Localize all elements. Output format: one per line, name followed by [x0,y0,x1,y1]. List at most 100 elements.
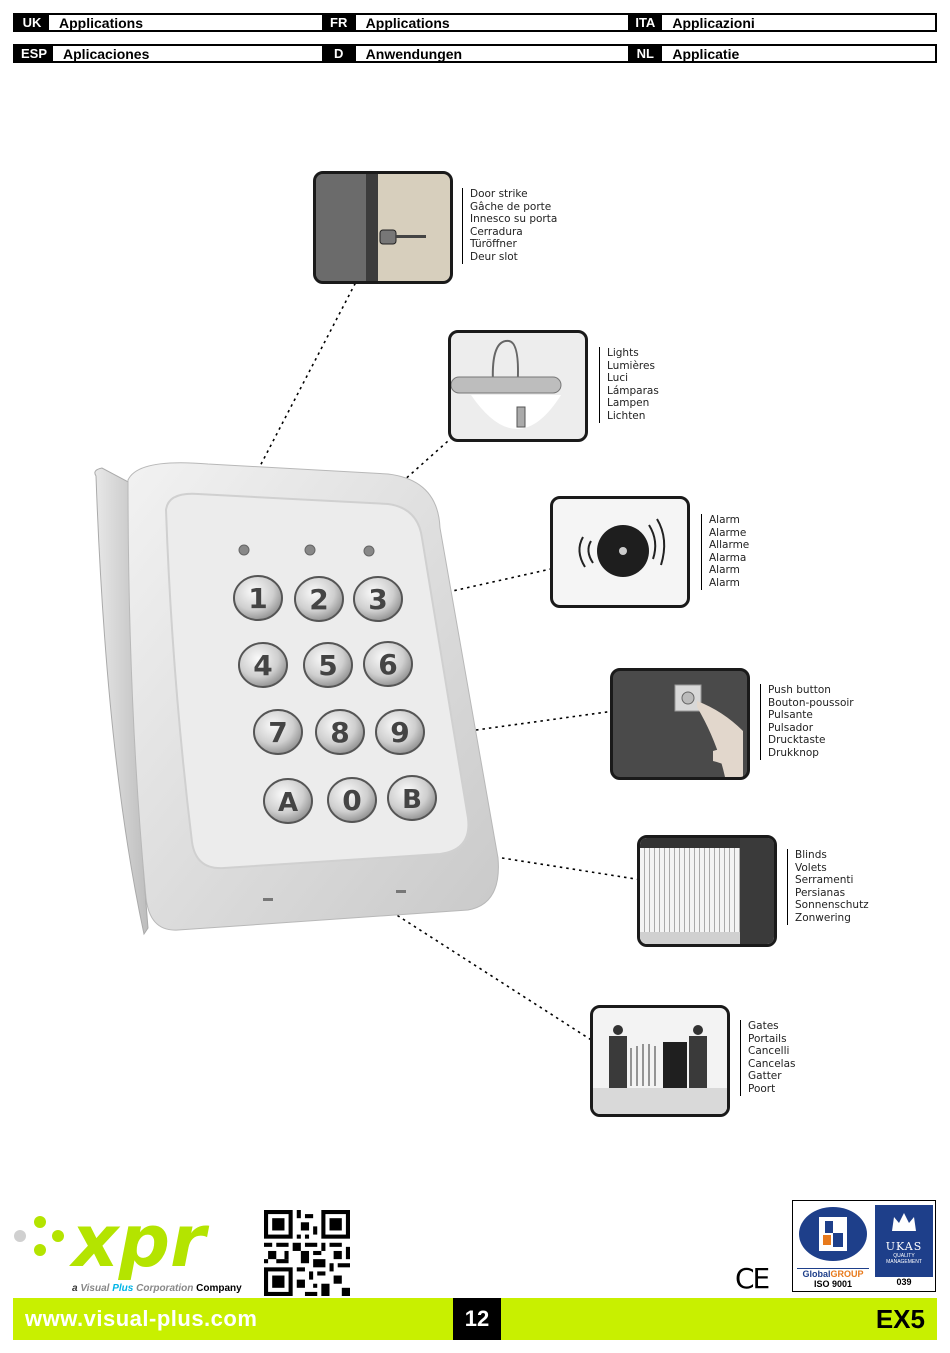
label-fr: Lumières [607,359,655,372]
label-uk: Lights [607,347,639,359]
door-strike-labels: Door strike Gâche de porte Innesco su po… [462,188,557,264]
ukas-text: UKAS [885,1240,923,1253]
label-d: Türöffner [470,238,517,251]
label-esp: Lámparas [607,384,659,397]
language-header-row-2: ESP Aplicaciones D Anwendungen NL Applic… [13,44,937,63]
label-fr: Alarme [709,526,747,539]
label-ita: Pulsante [768,709,813,722]
ukas-emblem: UKAS QUALITY MANAGEMENT [875,1205,933,1277]
svg-text:5: 5 [318,649,337,682]
model-name: EX5 [875,1304,925,1334]
label-uk: Alarm [709,514,740,526]
key-8: 8 [315,709,365,755]
label-ita: Allarme [709,539,750,552]
svg-text:1: 1 [248,582,267,615]
label-nl: Drukknop [768,746,819,759]
svg-text:8: 8 [330,716,349,749]
language-header-row-1: UK Applications FR Applications ITA Appl… [13,13,937,32]
section-title-fr: Applications [365,14,450,31]
svg-text:B: B [402,785,422,815]
label-esp: Alarma [709,551,747,564]
key-4: 4 [238,642,288,688]
label-d: Sonnenschutz [795,899,869,912]
language-tag-uk: UK [15,15,49,30]
qr-code [264,1210,350,1296]
label-ita: Innesco su porta [470,213,558,226]
crown-icon [892,1213,916,1231]
key-9: 9 [375,709,425,755]
language-tag-esp: ESP [15,46,54,61]
cert-global: Global [802,1269,831,1279]
ce-mark: CE [735,1262,770,1295]
ukas-quality: QUALITY [893,1253,915,1259]
language-tag-nl: NL [628,46,663,61]
header-cell-fr: FR Applications [321,14,629,31]
label-uk: Door strike [470,188,528,200]
key-a: A [263,778,313,824]
xpr-logo: xpr [14,1208,210,1280]
label-nl: Poort [748,1082,776,1095]
label-d: Drucktaste [768,734,826,747]
label-fr: Portails [748,1032,787,1045]
footer-bar: www.visual-plus.com 12 EX5 [13,1298,937,1340]
key-b: B [387,775,437,821]
header-cell-nl: NL Applicatie [628,45,935,62]
header-cell-esp: ESP Aplicaciones [15,45,322,62]
lights-labels: Lights Lumières Luci Lámparas Lampen Lic… [599,347,659,423]
label-nl: Lichten [607,409,646,422]
label-fr: Bouton-poussoir [768,696,854,709]
svg-text:4: 4 [253,649,272,682]
language-tag-ita: ITA [628,15,663,30]
gates-image [590,1005,730,1117]
label-ita: Luci [607,372,629,385]
section-title-esp: Aplicaciones [63,45,150,62]
svg-text:9: 9 [390,716,409,749]
key-7: 7 [253,709,303,755]
label-ita: Cancelli [748,1045,790,1058]
key-5: 5 [303,642,353,688]
header-cell-d: D Anwendungen [321,45,629,62]
alarm-image [550,496,690,608]
company-visual: Visual [80,1283,113,1294]
label-nl: Zonwering [795,911,851,924]
ukas-management: MANAGEMENT [886,1259,922,1265]
website-link[interactable]: www.visual-plus.com [25,1306,258,1331]
keypad-device-image: 1 2 3 4 5 6 7 8 9 A 0 B [94,462,499,936]
ukas-logo: UKAS QUALITY MANAGEMENT 039 [875,1205,933,1289]
section-title-d: Anwendungen [365,45,463,62]
svg-text:6: 6 [378,648,397,681]
svg-text:3: 3 [368,583,387,616]
page-number: 12 [453,1298,501,1340]
header-cell-uk: UK Applications [15,15,322,31]
globalgroup-emblem [799,1207,867,1261]
label-uk: Gates [748,1020,779,1032]
lights-image [448,330,588,442]
svg-text:xpr: xpr [69,1208,210,1280]
company-prefix: a [72,1283,81,1294]
label-fr: Volets [795,861,827,874]
label-esp: Cancelas [748,1057,796,1070]
section-title-nl: Applicatie [672,45,740,62]
label-nl: Alarm [709,576,740,589]
label-esp: Cerradura [470,225,523,238]
svg-text:0: 0 [342,784,361,817]
header-cell-ita: ITA Applicazioni [628,14,935,31]
key-3: 3 [353,576,403,622]
label-fr: Gâche de porte [470,200,552,213]
cert-group: GROUP [830,1269,864,1279]
label-d: Lampen [607,397,650,410]
language-tag-d: D [321,46,356,61]
key-2: 2 [294,576,344,622]
label-esp: Persianas [795,886,846,899]
label-uk: Push button [768,684,831,696]
globalgroup-text: GlobalGROUP [797,1268,869,1279]
key-0: 0 [327,777,377,823]
label-nl: Deur slot [470,250,518,263]
svg-text:7: 7 [268,716,287,749]
blinds-image [637,835,777,947]
svg-text:2: 2 [309,583,328,616]
label-esp: Pulsador [768,721,814,734]
section-title-ita: Applicazioni [672,14,755,31]
label-uk: Blinds [795,849,827,861]
company-plus: Plus [112,1283,134,1294]
